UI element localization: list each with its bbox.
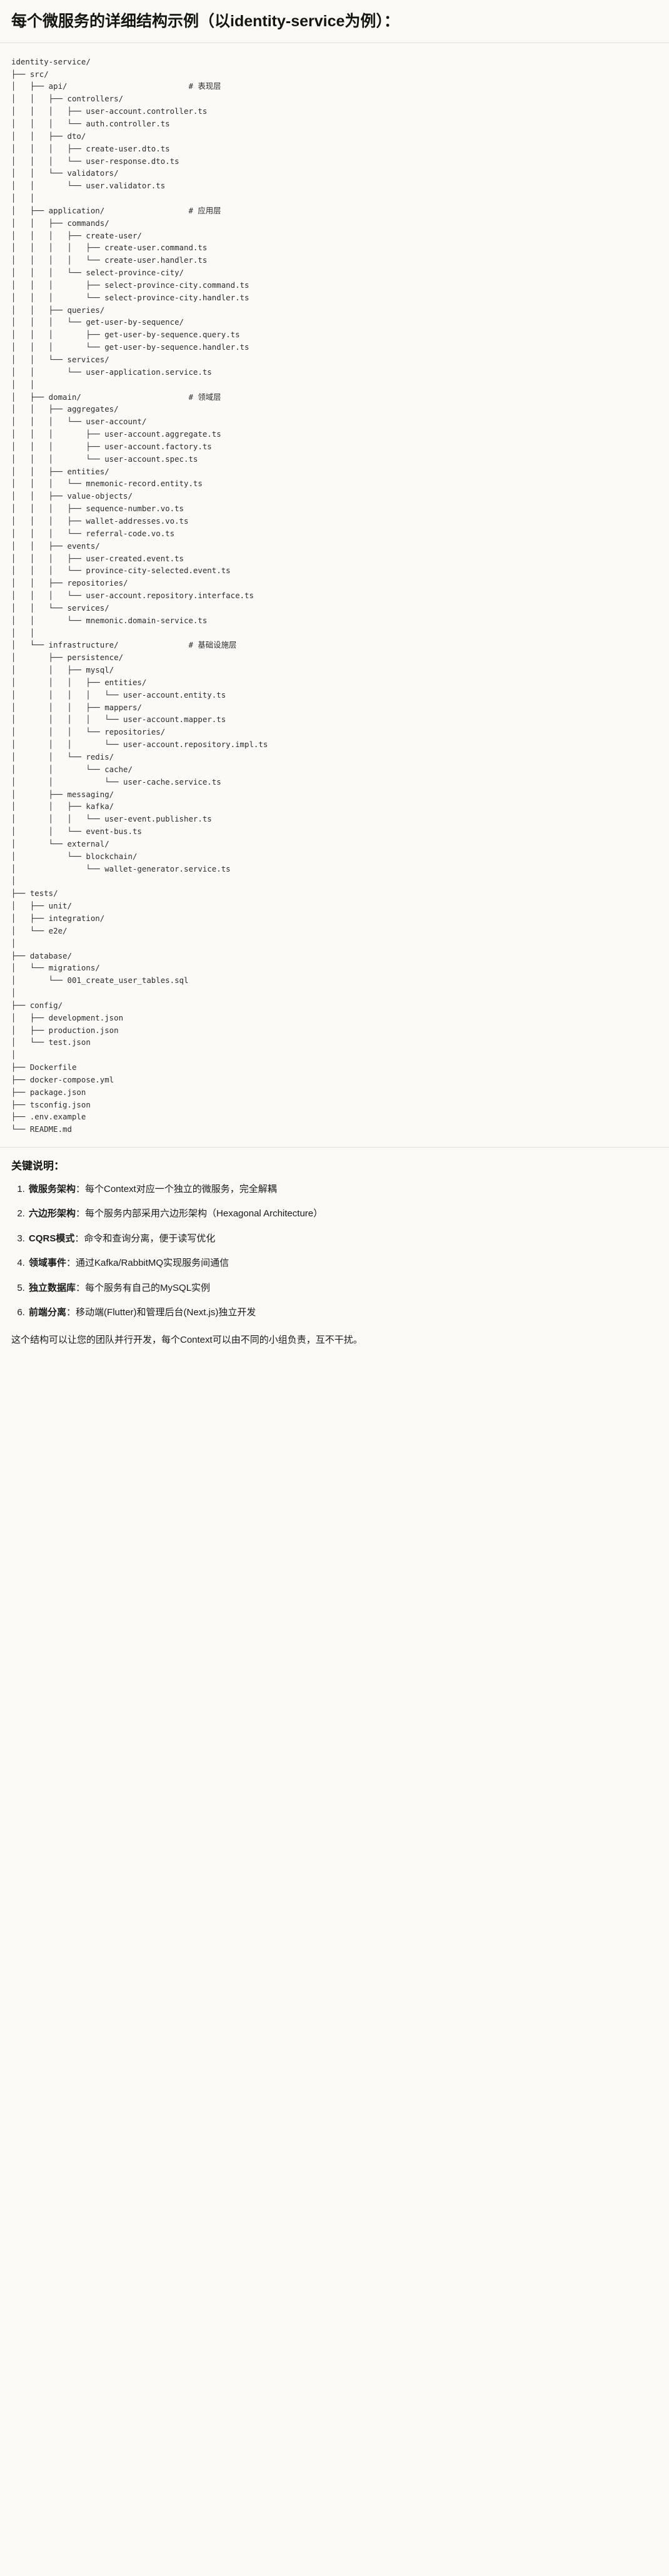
directory-tree: identity-service/ ├── src/ │ ├── api/ # … <box>11 56 268 1134</box>
page-title: 每个微服务的详细结构示例（以identity-service为例）： <box>11 13 400 30</box>
key-note-separator: ： <box>74 1233 84 1244</box>
key-note-separator: ： <box>76 1208 86 1219</box>
key-note-description: 每个Context对应一个独立的微服务，完全解耦 <box>85 1183 277 1194</box>
key-note-description: 命令和查询分离，便于读写优化 <box>84 1233 216 1244</box>
key-note-term: 微服务架构 <box>29 1183 76 1194</box>
closing-paragraph: 这个结构可以让您的团队并行开发，每个Context可以由不同的小组负责，互不干扰… <box>11 1334 363 1345</box>
key-note-term: 六边形架构 <box>29 1208 76 1219</box>
key-notes-section: 关键说明： 微服务架构：每个Context对应一个独立的微服务，完全解耦六边形架… <box>0 1148 669 1362</box>
notes-divider <box>0 1147 669 1148</box>
directory-tree-block: identity-service/ ├── src/ │ ├── api/ # … <box>0 43 669 1148</box>
key-note-term: 领域事件 <box>29 1258 67 1269</box>
key-note-term: CQRS模式 <box>29 1233 75 1244</box>
key-note-item: 领域事件：通过Kafka/RabbitMQ实现服务间通信 <box>28 1256 658 1271</box>
key-note-term: 前端分离 <box>29 1307 67 1318</box>
key-note-description: 移动端(Flutter)和管理后台(Next.js)独立开发 <box>76 1307 256 1318</box>
key-note-separator: ： <box>76 1282 86 1293</box>
key-notes-list: 微服务架构：每个Context对应一个独立的微服务，完全解耦六边形架构：每个服务… <box>11 1183 658 1320</box>
key-note-separator: ： <box>66 1307 76 1318</box>
key-note-separator: ： <box>66 1258 76 1269</box>
document-page: 每个微服务的详细结构示例（以identity-service为例）： ident… <box>0 0 669 1362</box>
key-note-description: 每个服务内部采用六边形架构（Hexagonal Architecture） <box>85 1208 323 1219</box>
key-note-separator: ： <box>76 1183 86 1194</box>
key-note-description: 通过Kafka/RabbitMQ实现服务间通信 <box>76 1258 229 1269</box>
key-note-item: CQRS模式：命令和查询分离，便于读写优化 <box>28 1232 658 1246</box>
key-note-description: 每个服务有自己的MySQL实例 <box>85 1282 211 1293</box>
key-note-item: 六边形架构：每个服务内部采用六边形架构（Hexagonal Architectu… <box>28 1207 658 1221</box>
key-note-term: 独立数据库 <box>29 1282 76 1293</box>
key-note-item: 前端分离：移动端(Flutter)和管理后台(Next.js)独立开发 <box>28 1306 658 1320</box>
key-note-item: 独立数据库：每个服务有自己的MySQL实例 <box>28 1281 658 1296</box>
key-note-item: 微服务架构：每个Context对应一个独立的微服务，完全解耦 <box>28 1183 658 1197</box>
key-notes-title: 关键说明： <box>11 1160 64 1173</box>
